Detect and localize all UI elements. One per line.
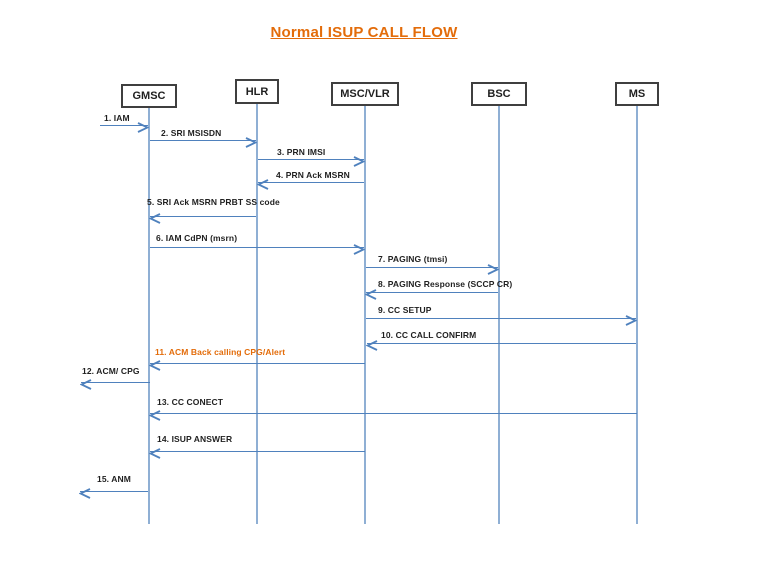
message-arrowhead-2 — [245, 135, 258, 153]
lifeline-msc-vlr — [364, 106, 366, 524]
entity-box-hlr: HLR — [235, 79, 279, 104]
message-label-15: 15. ANM — [97, 474, 131, 484]
message-arrow-5 — [150, 216, 256, 217]
message-label-9: 9. CC SETUP — [378, 305, 432, 315]
message-arrowhead-6 — [353, 242, 366, 260]
message-arrow-7 — [366, 267, 498, 268]
message-arrow-13 — [150, 413, 637, 414]
message-arrow-15 — [80, 491, 148, 492]
message-label-8: 8. PAGING Response (SCCP CR) — [378, 279, 513, 289]
lifeline-bsc — [498, 106, 500, 524]
message-arrowhead-4 — [256, 177, 269, 195]
message-label-14: 14. ISUP ANSWER — [157, 434, 233, 444]
message-arrow-4 — [258, 182, 364, 183]
message-arrowhead-9 — [625, 313, 638, 331]
message-arrowhead-3 — [353, 154, 366, 172]
lifeline-gmsc — [148, 108, 150, 524]
message-arrow-12 — [81, 382, 150, 383]
lifeline-hlr — [256, 104, 258, 524]
diagram-title: Normal ISUP CALL FLOW — [270, 24, 458, 41]
message-arrow-14 — [150, 451, 365, 452]
message-label-3: 3. PRN IMSI — [277, 147, 326, 157]
message-arrow-8 — [366, 292, 498, 293]
message-label-11: 11. ACM Back calling CPG/Alert — [155, 347, 286, 357]
message-arrow-11 — [150, 363, 365, 364]
message-arrowhead-1 — [137, 120, 150, 138]
message-arrowhead-5 — [148, 211, 161, 229]
message-label-4: 4. PRN Ack MSRN — [276, 170, 350, 180]
message-arrowhead-14 — [148, 446, 161, 464]
message-label-5: 5. SRI Ack MSRN PRBT SS code — [147, 197, 280, 207]
message-arrowhead-15 — [78, 486, 91, 504]
entity-box-msc-vlr: MSC/VLR — [331, 82, 399, 106]
entity-box-ms: MS — [615, 82, 659, 106]
lifeline-ms — [636, 106, 638, 524]
message-arrowhead-8 — [364, 287, 377, 305]
message-arrow-6 — [150, 247, 364, 248]
message-label-10: 10. CC CALL CONFIRM — [381, 330, 477, 340]
message-label-12: 12. ACM/ CPG — [82, 366, 140, 376]
message-arrow-9 — [366, 318, 636, 319]
message-arrow-1 — [100, 125, 148, 126]
message-arrowhead-7 — [487, 262, 500, 280]
message-arrow-3 — [258, 159, 364, 160]
message-label-13: 13. CC CONECT — [157, 397, 224, 407]
message-arrow-10 — [367, 343, 636, 344]
message-arrowhead-11 — [148, 358, 161, 376]
message-arrow-2 — [150, 140, 256, 141]
message-label-1: 1. IAM — [104, 113, 130, 123]
entity-box-bsc: BSC — [471, 82, 527, 106]
entity-box-gmsc: GMSC — [121, 84, 177, 108]
message-label-7: 7. PAGING (tmsi) — [378, 254, 448, 264]
message-arrowhead-13 — [148, 408, 161, 426]
message-arrowhead-12 — [79, 377, 92, 395]
message-label-6: 6. IAM CdPN (msrn) — [156, 233, 238, 243]
message-arrowhead-10 — [365, 338, 378, 356]
message-label-2: 2. SRI MSISDN — [161, 128, 222, 138]
